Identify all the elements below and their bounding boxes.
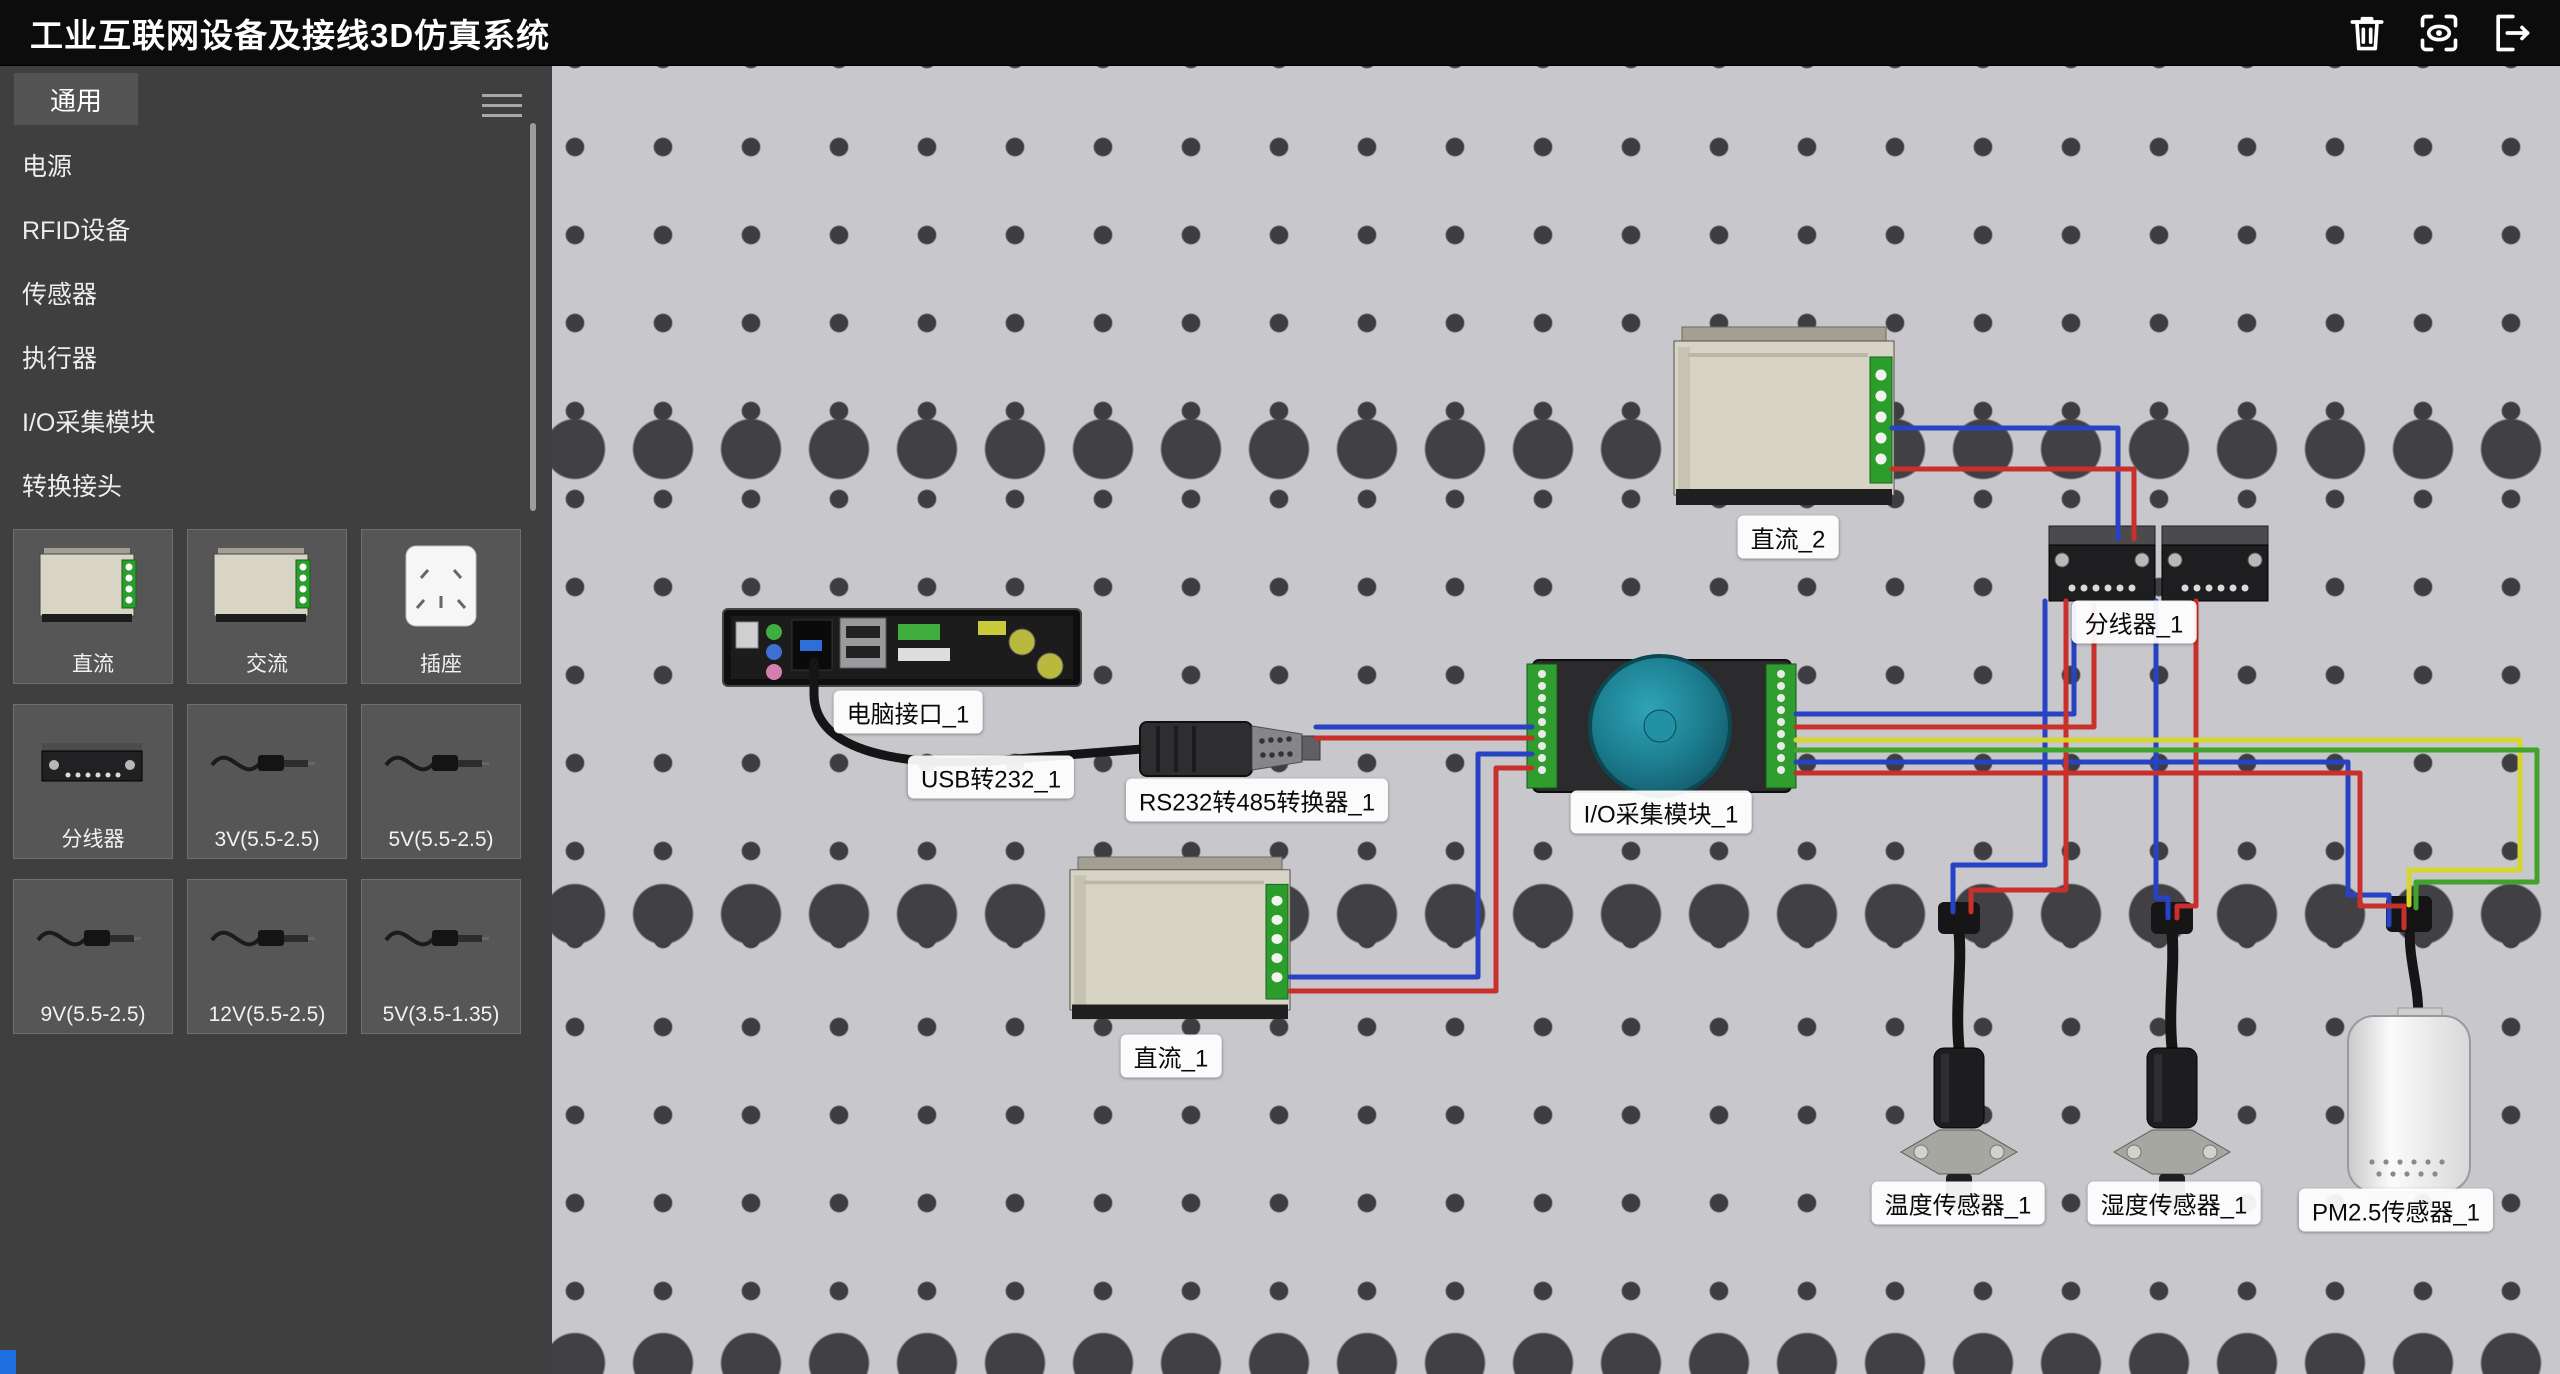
device-label-pc-interface[interactable]: 电脑接口_1 bbox=[833, 690, 983, 734]
device-splitter-1[interactable] bbox=[2048, 525, 2269, 602]
exit-icon bbox=[2496, 14, 2530, 51]
sidebar-item-io-module[interactable]: I/O采集模块 bbox=[22, 409, 156, 437]
wires-red[interactable] bbox=[1287, 466, 2407, 994]
adapter-plug-thumbnail bbox=[36, 930, 141, 947]
sidebar-item-adapter[interactable]: 转换接头 bbox=[22, 473, 123, 501]
pegboard-slot-row bbox=[552, 870, 2560, 958]
device-label-pm25-sensor[interactable]: PM2.5传感器_1 bbox=[2298, 1188, 2494, 1232]
adapter-plug-thumbnail bbox=[384, 755, 489, 772]
device-label-temp-sensor[interactable]: 温度传感器_1 bbox=[1871, 1181, 2045, 1225]
palette-item-socket[interactable]: 插座 bbox=[361, 529, 521, 684]
device-label-humidity-sensor[interactable]: 湿度传感器_1 bbox=[2087, 1181, 2261, 1225]
dc-power-thumbnail bbox=[39, 548, 137, 622]
tile-label: 5V(3.5-1.35) bbox=[382, 1003, 500, 1026]
pegboard-slot-row bbox=[552, 1319, 2560, 1374]
wires-green[interactable] bbox=[1793, 747, 2540, 911]
sidebar-item-actuator[interactable]: 执行器 bbox=[22, 345, 98, 373]
tile-label: 分线器 bbox=[61, 828, 125, 851]
tile-label: 9V(5.5-2.5) bbox=[40, 1003, 146, 1026]
device-pc-interface[interactable] bbox=[722, 608, 1082, 687]
palette-item-5v-small-adapter[interactable]: 5V(3.5-1.35) bbox=[361, 879, 521, 1034]
eye-icon bbox=[2420, 14, 2458, 51]
palette-item-3v-adapter[interactable]: 3V(5.5-2.5) bbox=[187, 704, 347, 859]
palette-item-ac-power[interactable]: 交流 bbox=[187, 529, 347, 684]
tile-label: 直流 bbox=[72, 653, 114, 676]
device-rs232-to-485[interactable] bbox=[1139, 721, 1321, 777]
tile-label: 交流 bbox=[246, 653, 288, 676]
device-label-dc-1[interactable]: 直流_1 bbox=[1120, 1034, 1222, 1078]
device-label-io-module[interactable]: I/O采集模块_1 bbox=[1570, 790, 1752, 834]
palette-item-dc-power[interactable]: 直流 bbox=[13, 529, 173, 684]
pegboard-slot-row bbox=[552, 405, 2560, 493]
device-dc-2[interactable] bbox=[1673, 326, 1895, 506]
device-pm25-sensor[interactable] bbox=[2347, 896, 2471, 1193]
adapter-plug-thumbnail bbox=[384, 930, 489, 947]
palette-item-9v-adapter[interactable]: 9V(5.5-2.5) bbox=[13, 879, 173, 1034]
wires-yellow[interactable] bbox=[1793, 737, 2523, 908]
device-label-splitter-1[interactable]: 分线器_1 bbox=[2071, 600, 2197, 644]
app-header: 工业互联网设备及接线3D仿真系统 bbox=[0, 0, 2560, 66]
tab-general[interactable]: 通用 bbox=[14, 73, 138, 125]
delete-button[interactable] bbox=[2338, 5, 2396, 61]
component-sidebar: 通用 电源 RFID设备 传感器 执行器 I/O采集模块 转换接头 直流 bbox=[0, 65, 552, 1374]
splitter-thumbnail bbox=[41, 743, 143, 782]
trash-icon bbox=[2350, 16, 2384, 50]
palette-item-5v-adapter[interactable]: 5V(5.5-2.5) bbox=[361, 704, 521, 859]
sidebar-item-rfid[interactable]: RFID设备 bbox=[22, 217, 131, 245]
view-button[interactable] bbox=[2410, 5, 2468, 61]
category-list: 电源 RFID设备 传感器 执行器 I/O采集模块 转换接头 bbox=[0, 133, 520, 517]
corner-accent bbox=[0, 1350, 16, 1374]
app-title: 工业互联网设备及接线3D仿真系统 bbox=[30, 16, 551, 54]
ac-power-thumbnail bbox=[213, 548, 311, 622]
tile-label: 插座 bbox=[420, 653, 462, 676]
sidebar-item-sensor[interactable]: 传感器 bbox=[22, 281, 98, 309]
palette-item-12v-adapter[interactable]: 12V(5.5-2.5) bbox=[187, 879, 347, 1034]
device-label-usb-to-232[interactable]: USB转232_1 bbox=[907, 755, 1075, 799]
adapter-plug-thumbnail bbox=[210, 930, 315, 947]
device-label-dc-2[interactable]: 直流_2 bbox=[1737, 515, 1839, 559]
tile-label: 3V(5.5-2.5) bbox=[214, 828, 320, 851]
header-actions bbox=[2338, 5, 2540, 61]
palette-item-splitter[interactable]: 分线器 bbox=[13, 704, 173, 859]
device-dc-1[interactable] bbox=[1069, 856, 1291, 1020]
exit-button[interactable] bbox=[2482, 5, 2540, 61]
sidebar-item-power[interactable]: 电源 bbox=[22, 153, 73, 181]
tile-label: 12V(5.5-2.5) bbox=[208, 1003, 326, 1026]
menu-icon[interactable] bbox=[482, 87, 522, 124]
sidebar-scrollbar[interactable] bbox=[530, 123, 536, 511]
socket-thumbnail bbox=[405, 545, 477, 627]
adapter-plug-thumbnail bbox=[210, 755, 315, 772]
tile-label: 5V(5.5-2.5) bbox=[388, 828, 494, 851]
device-label-rs232-to-485[interactable]: RS232转485转换器_1 bbox=[1125, 778, 1389, 822]
component-palette: 直流 交流 插座 bbox=[13, 529, 521, 1034]
device-io-module[interactable] bbox=[1526, 654, 1797, 798]
